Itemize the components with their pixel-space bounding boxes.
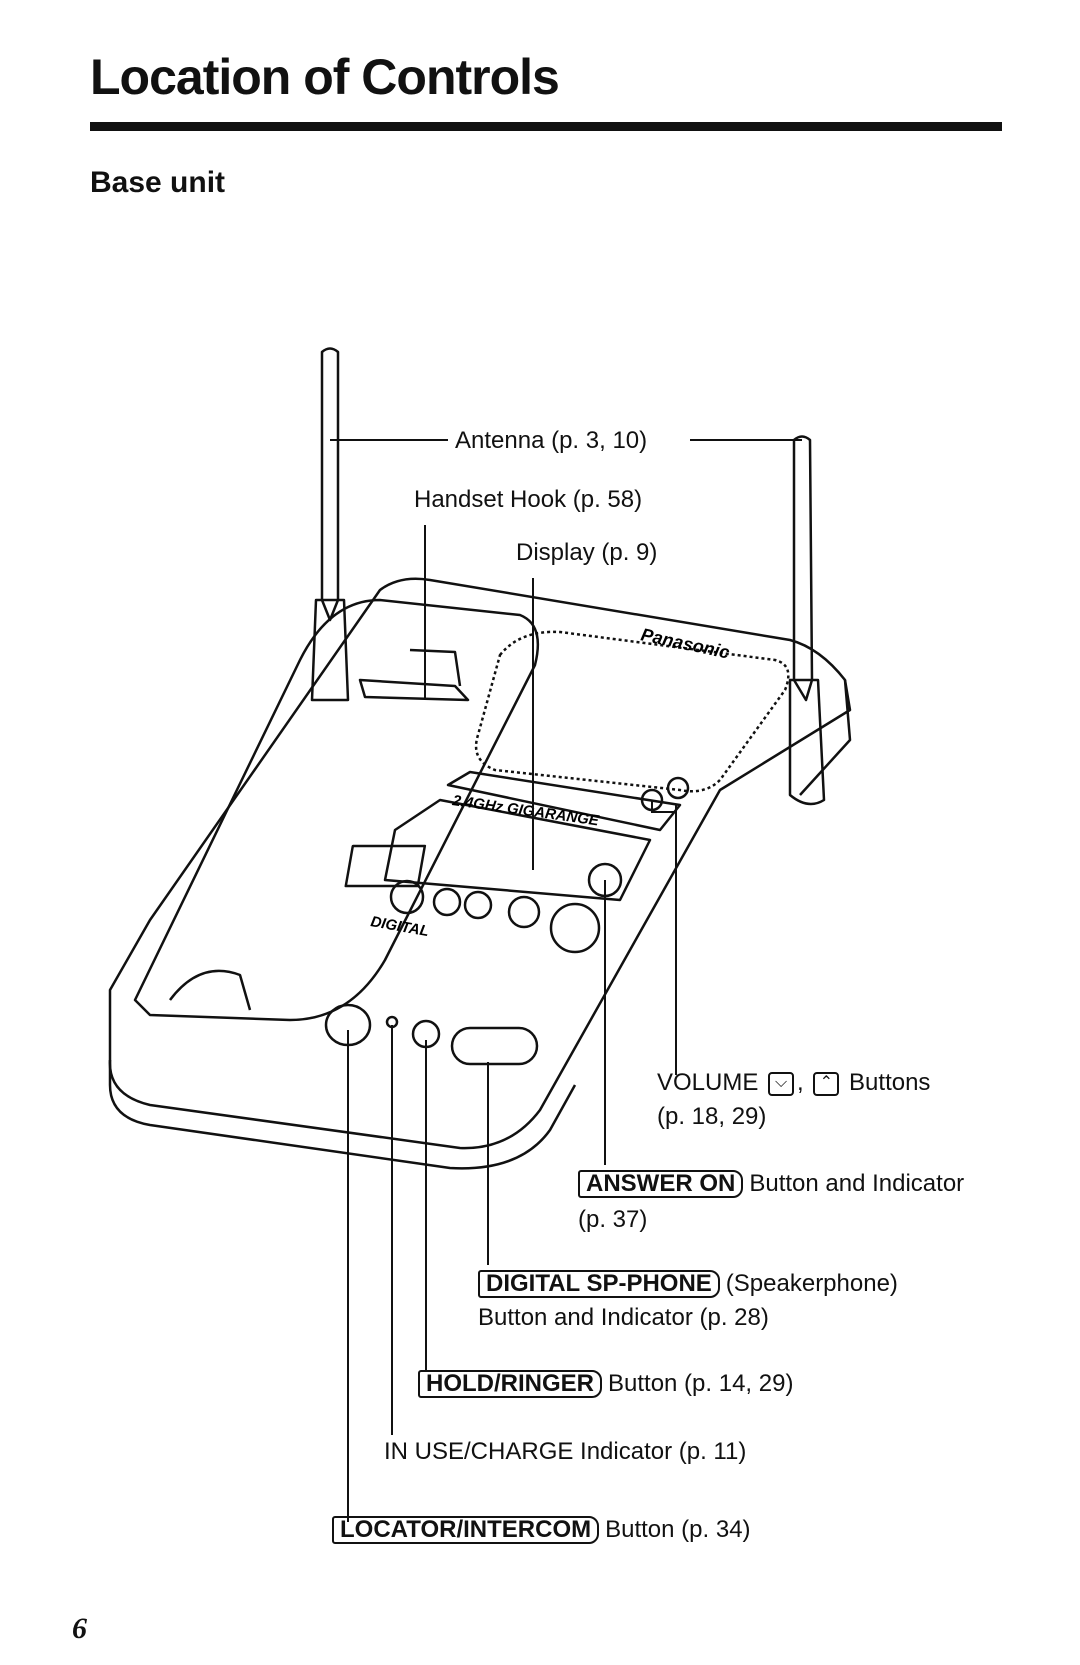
volume-prefix: VOLUME (657, 1069, 759, 1096)
answer-on-key: ANSWER ON (578, 1170, 744, 1198)
page-number: 6 (72, 1612, 87, 1645)
sp-phone-line2: Button and Indicator (p. 28) (478, 1304, 769, 1331)
right-antenna (792, 435, 814, 702)
hold-ringer-key: HOLD/RINGER (418, 1370, 602, 1398)
handset-hook-label: Handset Hook (p. 58) (414, 486, 643, 513)
volume-pages: (p. 18, 29) (657, 1103, 767, 1130)
handset-hook (358, 678, 470, 702)
display-label: Display (p. 9) (516, 539, 658, 566)
volume-up-button (666, 776, 690, 800)
answer-on-text: Button and Indicator (749, 1170, 965, 1197)
title-rule (90, 122, 1002, 131)
speaker-grille (474, 630, 790, 793)
base-unit-body (108, 577, 852, 1150)
volume-down-icon: ⌵ (768, 1071, 795, 1096)
antenna-label: Antenna (p. 3, 10) (455, 427, 648, 454)
volume-sep: , (797, 1069, 804, 1096)
locator-intercom-text: Button (p. 34) (605, 1516, 751, 1543)
display-window (344, 844, 427, 888)
band-label: 2.4GHz GIGARANGE (450, 792, 600, 830)
sp-phone-key: DIGITAL SP-PHONE (478, 1270, 720, 1298)
control-panel (383, 798, 652, 902)
locator-intercom-key: LOCATOR/INTERCOM (332, 1516, 600, 1544)
answer-on-pages: (p. 37) (578, 1206, 648, 1233)
in-use-label: IN USE/CHARGE Indicator (p. 11) (384, 1438, 747, 1465)
sp-phone-label: DIGITAL SP-PHONE(Speakerphone) (478, 1268, 898, 1300)
hold-ringer-text: Button (p. 14, 29) (608, 1370, 794, 1397)
page-title: Location of Controls (90, 49, 560, 105)
digital-label: DIGITAL (369, 913, 430, 940)
volume-up-icon: ⌃ (813, 1071, 840, 1096)
volume-suffix: Buttons (849, 1069, 931, 1096)
volume-label: VOLUME ⌵, ⌃ Buttons (657, 1067, 930, 1099)
section-subtitle: Base unit (90, 166, 226, 199)
sp-phone-text: (Speakerphone) (725, 1270, 898, 1297)
brand-label: Panasonic (639, 624, 731, 662)
sp-phone-button (450, 1026, 539, 1066)
left-antenna (320, 347, 340, 622)
gigarange-panel (446, 770, 682, 832)
